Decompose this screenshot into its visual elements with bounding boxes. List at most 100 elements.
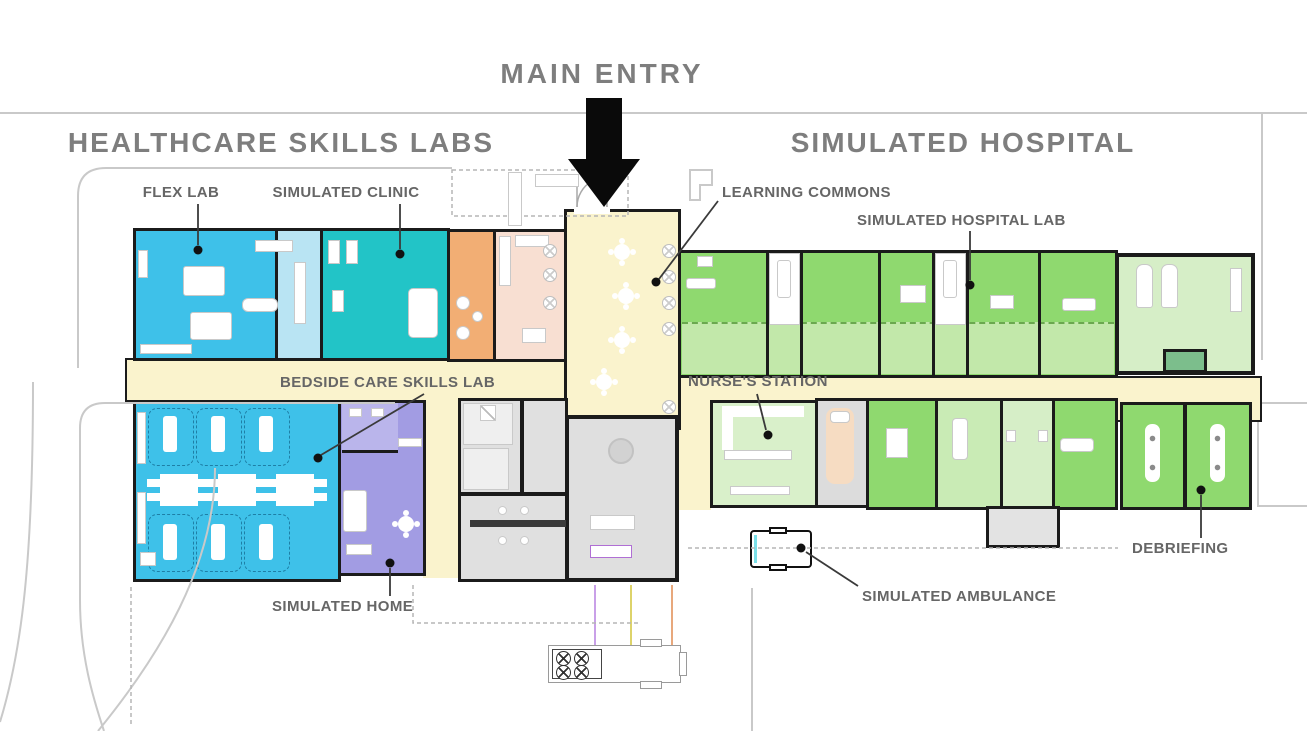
table	[276, 474, 314, 506]
counter	[255, 240, 293, 252]
mechanical-tab	[640, 681, 662, 689]
label-simulated-clinic: SIMULATED CLINIC	[272, 184, 420, 201]
bed	[259, 524, 273, 560]
zone-title-healthcare-skills-labs: HEALTHCARE SKILLS LABS	[67, 127, 495, 158]
label-debriefing: DEBRIEFING	[1132, 540, 1229, 557]
room-orange	[447, 229, 496, 362]
fan-icon	[556, 665, 571, 680]
shower-stall	[480, 405, 496, 421]
toilet	[498, 506, 507, 515]
fan-icon	[556, 651, 571, 666]
round-table	[456, 296, 470, 310]
lab-table	[990, 295, 1014, 309]
sofa	[346, 544, 372, 555]
main-entry-arrow-icon	[586, 98, 622, 161]
counter	[515, 235, 549, 247]
exam-chair	[346, 240, 358, 264]
wall	[1038, 252, 1041, 376]
bed	[163, 524, 177, 560]
ambulance-door	[769, 527, 787, 534]
lounge-chair	[662, 270, 676, 284]
table	[218, 474, 256, 506]
wall	[932, 252, 935, 376]
vehicle	[1136, 264, 1153, 308]
planter	[508, 172, 522, 226]
patient-bed	[1060, 438, 1094, 452]
room-hospital-bot-4	[1052, 398, 1118, 510]
exam-chair	[328, 240, 340, 264]
room-hospital-bot-2	[935, 398, 1003, 510]
exit-vestibule	[986, 506, 1060, 548]
bed	[211, 524, 225, 560]
room-hospital-bot-3	[1000, 398, 1055, 510]
ambulance-windshield	[754, 535, 757, 563]
mechanical-tab	[679, 652, 687, 676]
hospital-bay-strip	[682, 322, 1114, 374]
equipment-strip	[137, 492, 146, 544]
kitchen-island	[522, 328, 546, 343]
exam-bed	[242, 298, 278, 312]
cafe-table	[543, 268, 557, 282]
room-learning-commons	[564, 209, 681, 430]
label-nurses-station: NURSE'S STATION	[688, 373, 828, 390]
side-table	[1038, 430, 1048, 442]
equipment-table	[590, 545, 632, 558]
round-table	[456, 326, 470, 340]
exam-chair	[332, 290, 344, 312]
zone-title-simulated-hospital: SIMULATED HOSPITAL	[790, 127, 1136, 158]
wall	[966, 252, 969, 376]
patient-bed	[952, 418, 968, 460]
utility-line	[671, 585, 673, 645]
patient-bed	[777, 260, 791, 298]
table	[160, 474, 198, 506]
room-debriefing-2	[1184, 402, 1252, 510]
toilet	[520, 506, 529, 515]
commons-table	[618, 288, 634, 304]
work-table	[183, 266, 225, 296]
fan-icon	[574, 665, 589, 680]
label-simulated-hospital-lab: SIMULATED HOSPITAL LAB	[857, 212, 1066, 229]
column	[608, 438, 634, 464]
wall	[878, 252, 881, 376]
wall	[470, 520, 566, 527]
commons-table	[596, 374, 612, 390]
counter	[499, 236, 511, 286]
round-table	[472, 311, 483, 322]
fan-icon	[574, 651, 589, 666]
bed	[343, 490, 367, 532]
lounge-chair	[662, 296, 676, 310]
wall	[458, 492, 568, 496]
simulated-ambulance-vehicle	[750, 530, 812, 568]
ladder-rack	[294, 262, 306, 324]
commons-table	[614, 332, 630, 348]
label-bedside-care-skills-lab: BEDSIDE CARE SKILLS LAB	[280, 374, 496, 391]
ambulance-door	[769, 564, 787, 571]
bath-fixture	[349, 408, 362, 417]
pillow	[830, 411, 850, 423]
cabinet	[697, 256, 713, 267]
entry-door-gap	[574, 206, 610, 214]
nurse-desk	[722, 406, 733, 450]
shelf	[1230, 268, 1242, 312]
commons-table	[614, 244, 630, 260]
cafe-table	[543, 296, 557, 310]
counter	[730, 486, 790, 495]
wall	[766, 252, 769, 376]
lounge-chair	[662, 244, 676, 258]
nurse-desk	[722, 406, 804, 417]
room-debriefing-1	[1120, 402, 1186, 510]
lounge-chair	[662, 400, 676, 414]
equipment-table	[590, 515, 635, 530]
side-table	[1006, 430, 1016, 442]
counter	[724, 450, 792, 460]
utility-line	[594, 585, 596, 645]
bed	[259, 416, 273, 452]
bed	[211, 416, 225, 452]
main-entry-arrow-head-icon	[568, 159, 640, 207]
bed	[163, 416, 177, 452]
label-learning-commons: LEARNING COMMONS	[722, 184, 891, 201]
counter	[140, 344, 192, 354]
equipment-strip	[137, 412, 146, 464]
conference-table	[1145, 424, 1160, 482]
